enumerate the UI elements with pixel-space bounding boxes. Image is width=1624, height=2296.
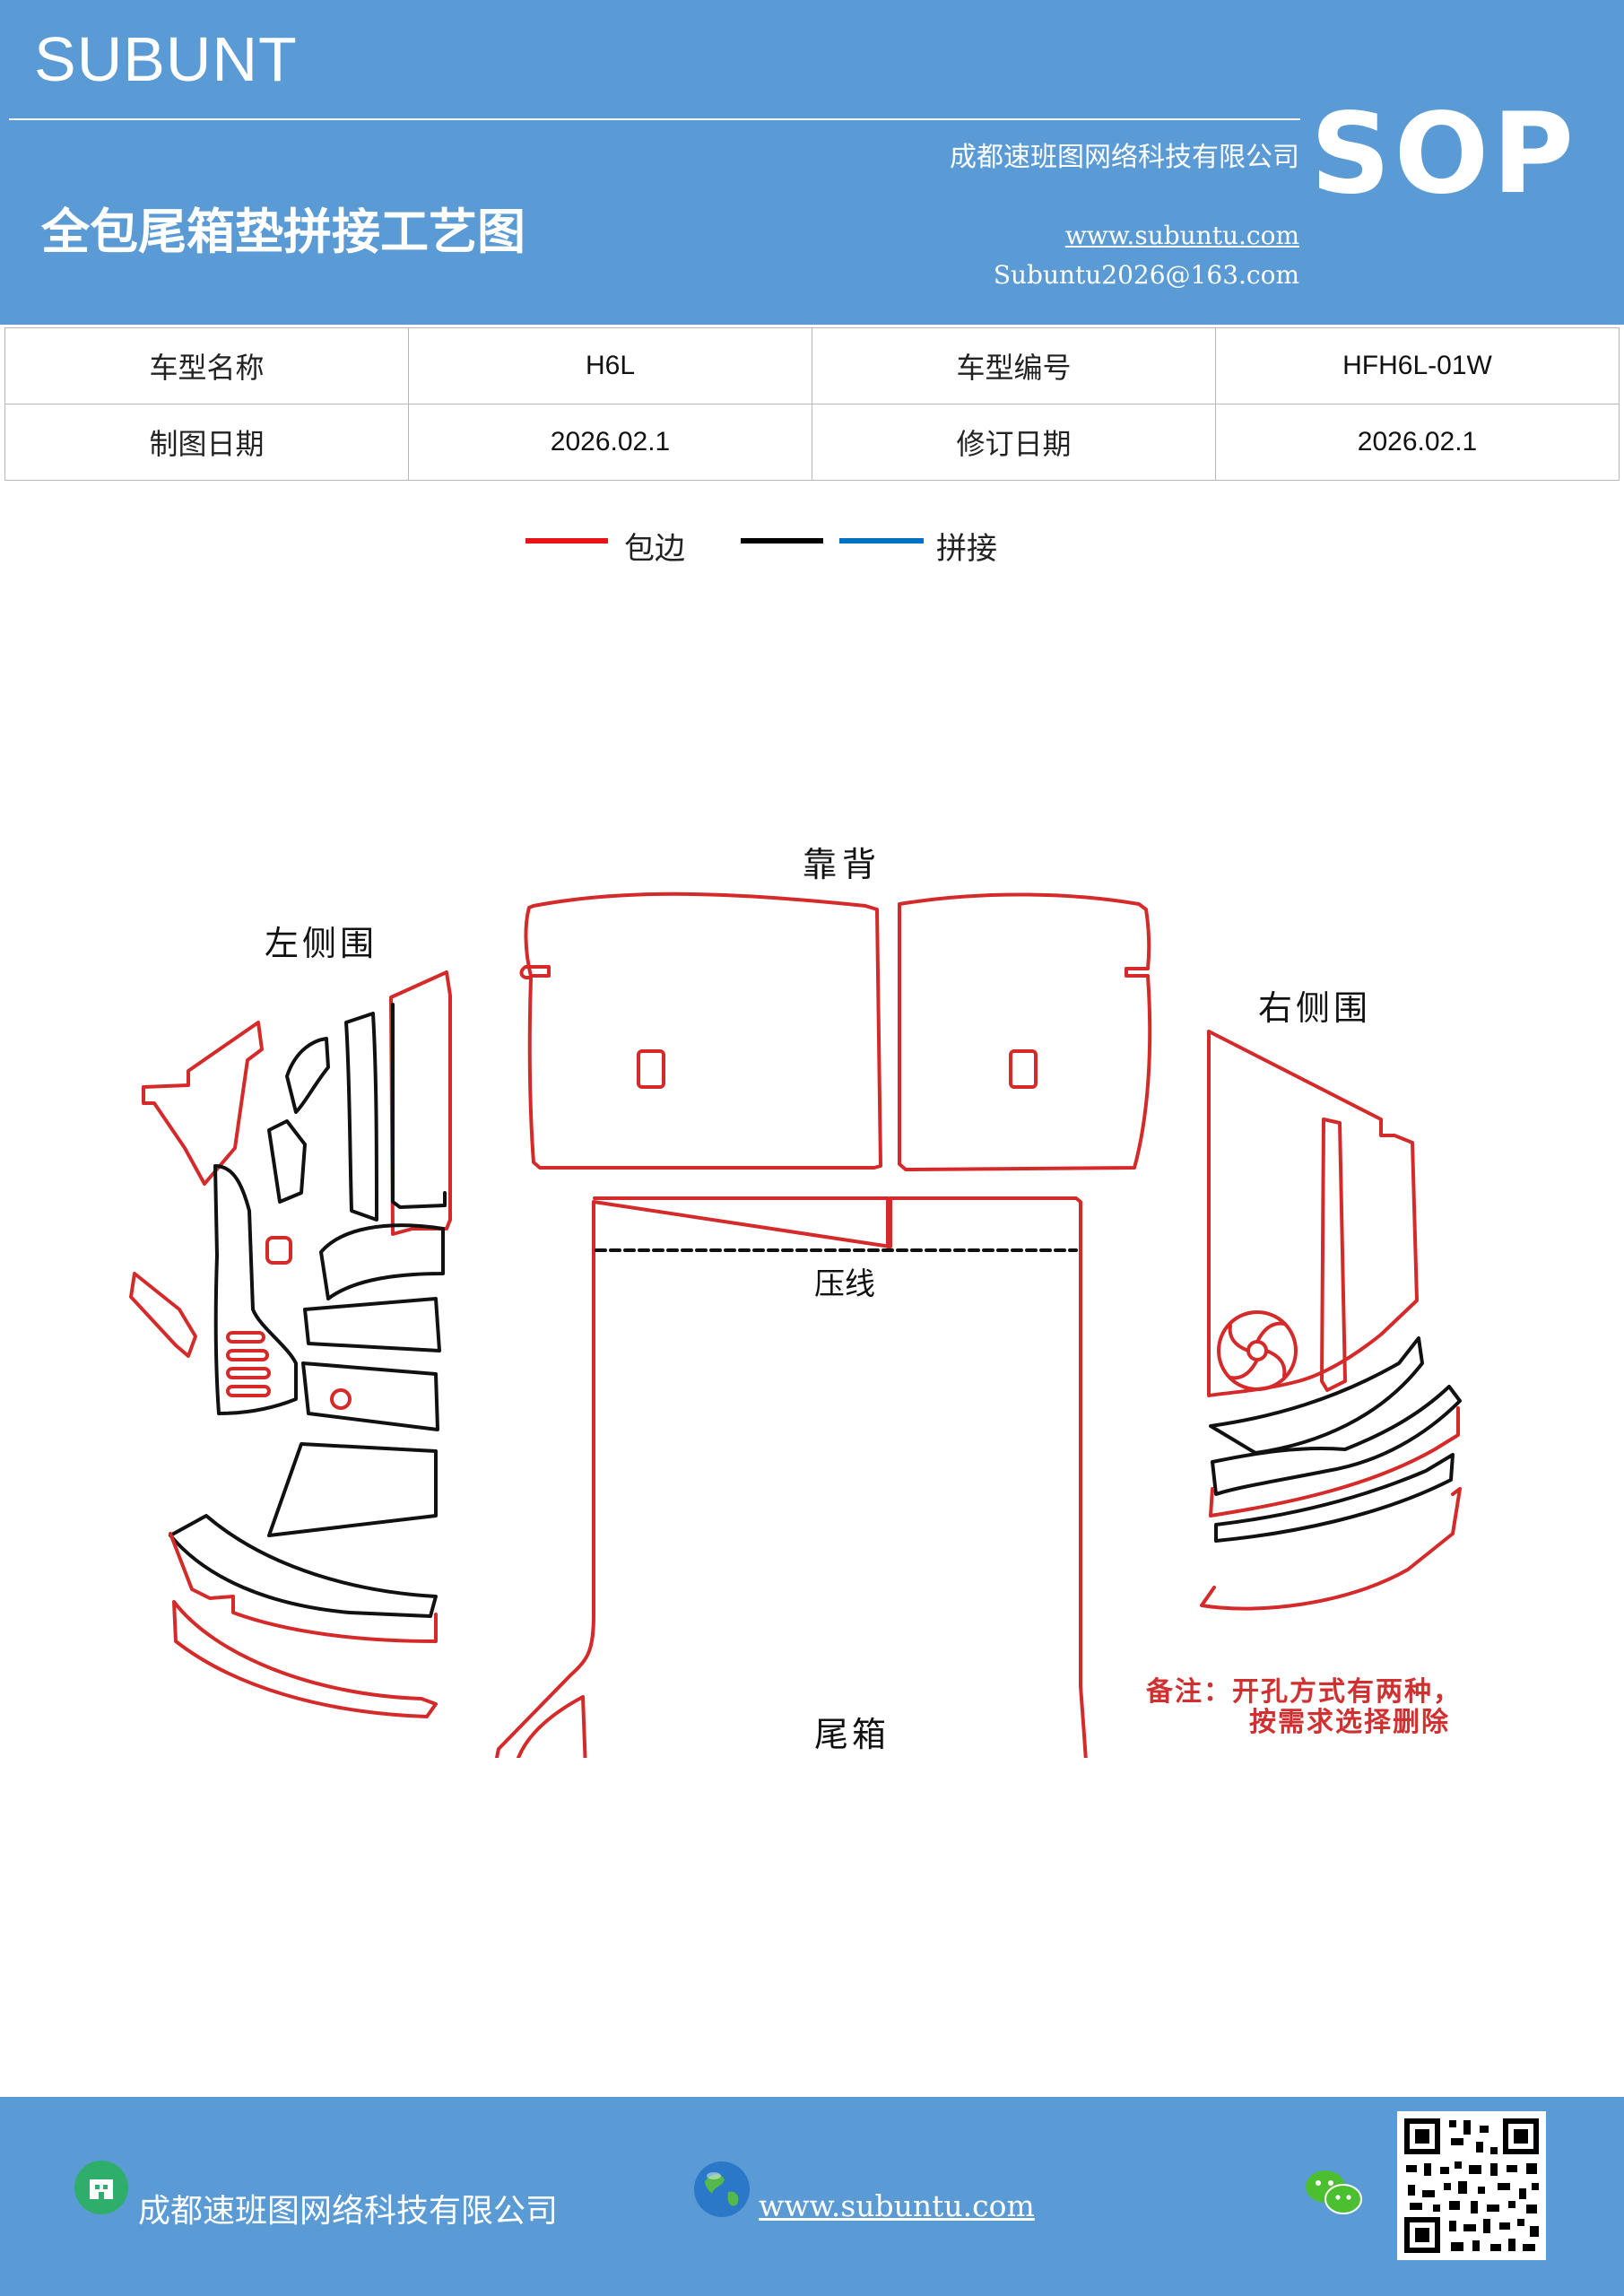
draw-date-value: 2026.02.1	[408, 404, 812, 481]
model-name-value: H6L	[408, 327, 812, 404]
trunk-floor-panel	[495, 1196, 1088, 1758]
note-line-1: 备注：开孔方式有两种，	[1146, 1676, 1462, 1708]
footer-website[interactable]: www.subuntu.com	[759, 2188, 1035, 2223]
qr-code[interactable]	[1397, 2111, 1546, 2260]
right-panel-label: 右侧围	[1258, 988, 1371, 1028]
revise-date-label: 修订日期	[812, 404, 1216, 481]
legend-label-splice: 拼接	[936, 531, 997, 567]
sop-badge: SOP	[1310, 90, 1577, 219]
table-row: 车型名称 H6L 车型编号 HFH6L-01W	[4, 327, 1620, 404]
table-row: 制图日期 2026.02.1 修订日期 2026.02.1	[4, 404, 1620, 481]
crease-label: 压线	[814, 1266, 875, 1302]
building-icon	[74, 2161, 128, 2214]
trunk-label: 尾箱	[814, 1715, 890, 1754]
trunk-left-insert	[516, 1695, 587, 1758]
revise-date-value: 2026.02.1	[1215, 404, 1620, 481]
fan-cutout-icon	[1217, 1310, 1298, 1391]
globe-icon	[694, 2161, 750, 2217]
model-code-label: 车型编号	[812, 327, 1216, 404]
legend-swatch-splice	[839, 538, 924, 544]
backrest-right-panel	[898, 892, 1152, 1171]
draw-date-label: 制图日期	[4, 404, 409, 481]
legend-swatch-black	[741, 538, 823, 544]
backrest-right-cutout	[1009, 1049, 1038, 1089]
company-name: 成都速班图网络科技有限公司	[950, 142, 1299, 173]
header-banner: SUBUNT 全包尾箱垫拼接工艺图 成都速班图网络科技有限公司 www.subu…	[0, 0, 1624, 325]
backrest-label: 靠背	[803, 845, 881, 884]
legend: 包边 拼接	[520, 524, 1022, 569]
backrest-left-panel	[519, 891, 882, 1170]
wechat-icon	[1306, 2170, 1362, 2214]
left-side-panel	[129, 970, 452, 1718]
footer-company: 成都速班图网络科技有限公司	[138, 2193, 559, 2230]
document-title: 全包尾箱垫拼接工艺图	[41, 204, 525, 260]
footer-banner: 成都速班图网络科技有限公司 www.subuntu.com	[0, 2097, 1624, 2296]
brand-name: SUBUNT	[34, 24, 298, 94]
backrest-left-cutout	[637, 1049, 665, 1089]
mat-diagram: 左侧围 靠背 右侧围 压线 尾箱 备注：开孔方式有两种， 按需求选择删除	[129, 845, 1462, 1758]
header-divider	[9, 118, 1300, 120]
legend-label-edge: 包边	[624, 531, 685, 567]
note-line-2: 按需求选择删除	[1249, 1707, 1450, 1738]
model-code-value: HFH6L-01W	[1215, 327, 1620, 404]
model-name-label: 车型名称	[4, 327, 409, 404]
website-link[interactable]: www.subuntu.com	[1064, 221, 1299, 250]
email-address: Subuntu2026@163.com	[993, 260, 1299, 290]
info-table: 车型名称 H6L 车型编号 HFH6L-01W 制图日期 2026.02.1 修…	[4, 327, 1620, 481]
legend-swatch-edge	[525, 538, 608, 544]
left-panel-label: 左侧围	[265, 924, 378, 963]
right-side-panel	[1200, 1030, 1462, 1611]
